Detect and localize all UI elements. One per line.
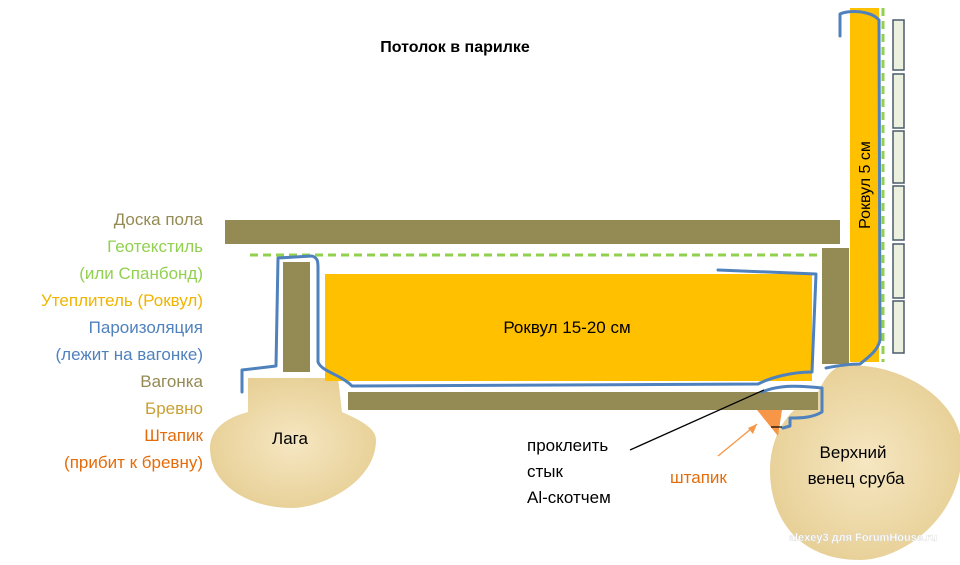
vapor-barrier-wall — [824, 10, 882, 370]
legend-vapor-barrier: Пароизоляция — [89, 318, 203, 337]
legend-bead: Штапик — [144, 426, 203, 445]
joist-log — [210, 378, 376, 508]
tape-note-line1: проклеить — [527, 436, 608, 455]
main-insulation-label: Роквул 15-20 см — [503, 318, 630, 337]
legend-insulation: Утеплитель (Роквул) — [41, 291, 203, 310]
legend-vapor-note: (лежит на вагонке) — [56, 345, 204, 364]
vapor-barrier-tape — [760, 384, 824, 430]
bead-strip — [757, 410, 782, 436]
bead-label: штапик — [670, 468, 727, 487]
legend-floor-board: Доска пола — [114, 210, 204, 229]
lining-board — [348, 392, 818, 410]
vapor-barrier — [240, 254, 818, 394]
legend-spunbond: (или Спанбонд) — [79, 264, 203, 283]
tape-note-line2: стык — [527, 462, 564, 481]
joist-label: Лага — [272, 429, 308, 448]
watermark: alexey3 для ForumHouse.ru — [789, 532, 937, 544]
legend-geotextile: Геотекстиль — [107, 237, 203, 256]
main-insulation — [325, 274, 812, 381]
tape-pointer — [629, 389, 765, 451]
wall-insulation-label: Роквул 5 см — [857, 141, 874, 229]
legend-log: Бревно — [145, 399, 203, 418]
bead-pointer-head — [748, 424, 757, 434]
legend-lining: Вагонка — [140, 372, 203, 391]
floor-board — [225, 220, 840, 244]
right-beam — [822, 248, 849, 364]
wall-insulation — [850, 8, 879, 362]
legend: Доска пола Геотекстиль (или Спанбонд) Ут… — [41, 210, 204, 472]
crown-label-line2: венец сруба — [808, 469, 905, 488]
tape-note-line3: Al-скотчем — [527, 488, 611, 507]
diagram-title: Потолок в парилке — [380, 39, 530, 56]
left-beam — [283, 262, 310, 372]
legend-bead-note: (прибит к бревну) — [64, 453, 203, 472]
wall-panels — [892, 19, 905, 354]
crown-label-line1: Верхний — [820, 443, 887, 462]
